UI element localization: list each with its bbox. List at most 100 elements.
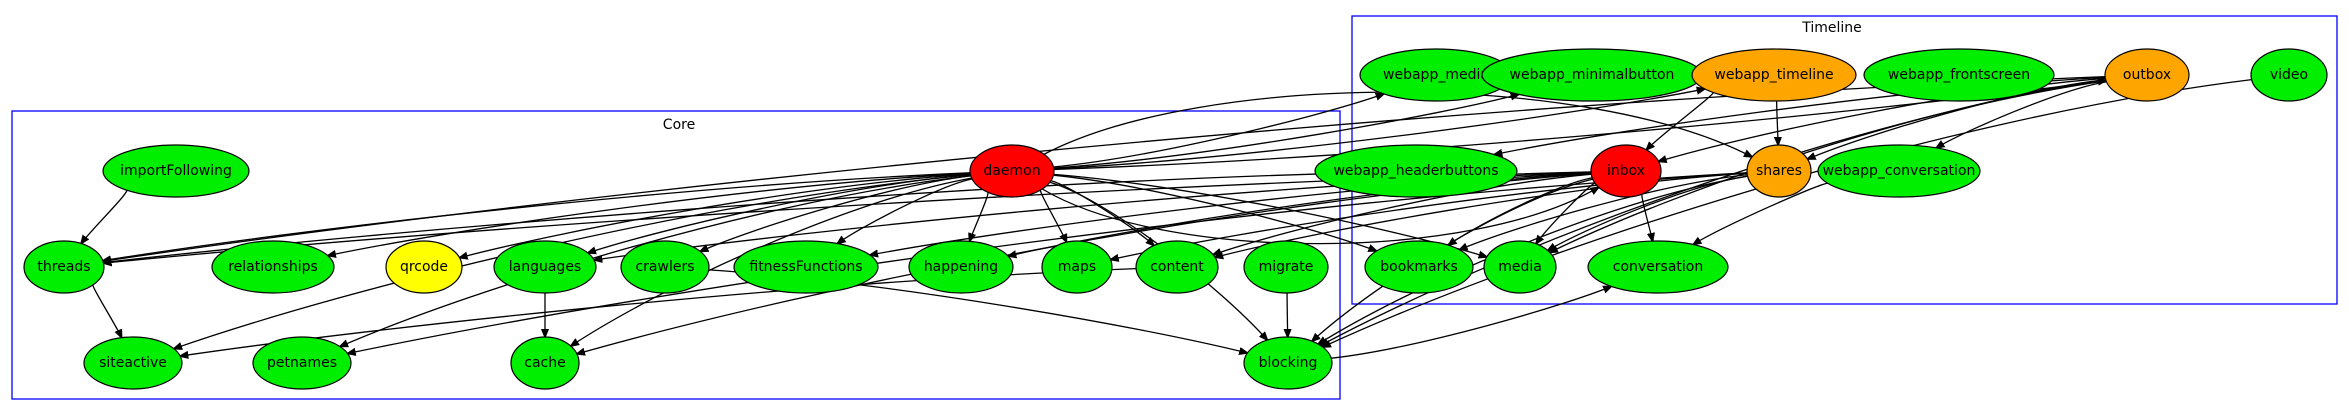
node-bookmarks: bookmarks — [1364, 240, 1474, 294]
node-languages-label: languages — [509, 259, 581, 275]
node-migrate-ellipse — [1243, 240, 1329, 294]
node-video-label: video — [2270, 67, 2308, 83]
node-bookmarks-ellipse — [1364, 240, 1474, 294]
edge-outbox-to-blocking — [1321, 80, 2107, 346]
node-content-label: content — [1150, 259, 1204, 275]
node-webapp_frontscreen-label: webapp_frontscreen — [1888, 67, 2030, 83]
edge-daemon-to-threads — [103, 172, 971, 261]
node-webapp_headerbuttons-label: webapp_headerbuttons — [1333, 163, 1498, 179]
edge-blocking-to-conversation — [1331, 286, 1611, 359]
node-cache-ellipse — [510, 336, 580, 390]
node-webapp_conversation-ellipse — [1817, 144, 1981, 198]
node-qrcode-ellipse — [385, 240, 463, 294]
edge-outbox-to-shares — [1807, 78, 2106, 159]
node-video: video — [2250, 48, 2328, 102]
node-video-ellipse — [2250, 48, 2328, 102]
edge-threads-to-siteactive — [92, 283, 122, 337]
node-blocking-ellipse — [1243, 336, 1333, 390]
cluster-core-border — [11, 110, 1341, 400]
node-conversation: conversation — [1587, 240, 1729, 294]
node-cache-label: cache — [524, 355, 565, 371]
node-languages: languages — [493, 240, 597, 294]
edge-daemon-to-inbox — [1041, 187, 1598, 245]
node-happening-label: happening — [924, 259, 998, 275]
node-webapp_frontscreen: webapp_frontscreen — [1863, 48, 2055, 102]
node-webapp_timeline: webapp_timeline — [1691, 48, 1857, 102]
node-inbox-label: inbox — [1607, 163, 1645, 179]
edge-migrate-to-blocking — [1287, 290, 1288, 337]
node-importFollowing-label: importFollowing — [120, 163, 232, 179]
node-relationships-ellipse — [211, 240, 335, 294]
edge-webapp_conversation-to-conversation — [1693, 182, 1828, 244]
node-crawlers: crawlers — [620, 240, 710, 294]
node-relationships: relationships — [211, 240, 335, 294]
edge-daemon-to-petnames — [340, 175, 971, 347]
edge-daemon-to-webapp_media — [1053, 94, 1383, 168]
node-importFollowing: importFollowing — [102, 144, 250, 198]
node-happening: happening — [908, 240, 1014, 294]
node-qrcode-label: qrcode — [400, 259, 448, 275]
cluster-core-label: Core — [663, 117, 695, 133]
node-webapp_minimalbutton: webapp_minimalbutton — [1481, 48, 1703, 102]
node-fitnessFunctions-label: fitnessFunctions — [749, 259, 862, 275]
edge-inbox-to-content — [1213, 173, 1592, 254]
node-webapp_minimalbutton-label: webapp_minimalbutton — [1510, 67, 1675, 83]
cluster-timeline-label: Timeline — [1801, 20, 1862, 36]
node-webapp_media: webapp_media — [1359, 48, 1513, 102]
node-webapp_headerbuttons: webapp_headerbuttons — [1314, 144, 1518, 198]
edge-daemon-to-maps — [1039, 188, 1066, 242]
node-languages-ellipse — [493, 240, 597, 294]
edge-inbox-to-media — [1536, 182, 1596, 244]
edge-importFollowing-to-threads — [81, 189, 128, 243]
node-inbox: inbox — [1590, 144, 1662, 198]
node-media-label: media — [1498, 259, 1542, 275]
node-threads-ellipse — [23, 240, 105, 294]
node-bookmarks-label: bookmarks — [1380, 259, 1458, 275]
edge-webapp_timeline-to-shares — [1777, 98, 1778, 145]
node-migrate: migrate — [1243, 240, 1329, 294]
edge-video-to-blocking — [1323, 78, 2252, 347]
node-outbox-label: outbox — [2123, 67, 2171, 83]
node-happening-ellipse — [908, 240, 1014, 294]
edge-daemon-to-relationships — [328, 172, 971, 255]
node-cache: cache — [510, 336, 580, 390]
node-media: media — [1483, 240, 1557, 294]
edge-shares-to-bookmarks — [1459, 173, 1748, 250]
node-conversation-ellipse — [1587, 240, 1729, 294]
edge-daemon-to-fitnessFunctions — [837, 178, 973, 244]
node-blocking-label: blocking — [1259, 355, 1318, 371]
node-relationships-label: relationships — [228, 259, 318, 275]
node-blocking: blocking — [1243, 336, 1333, 390]
node-threads: threads — [23, 240, 105, 294]
node-siteactive: siteactive — [83, 336, 183, 390]
node-webapp_headerbuttons-ellipse — [1314, 144, 1518, 198]
node-threads-label: threads — [37, 259, 90, 275]
node-maps-label: maps — [1058, 259, 1096, 275]
node-webapp_timeline-label: webapp_timeline — [1714, 67, 1833, 83]
node-fitnessFunctions: fitnessFunctions — [733, 240, 879, 294]
edge-daemon-to-crawlers — [700, 175, 971, 252]
node-outbox: outbox — [2104, 48, 2190, 102]
node-shares-ellipse — [1746, 144, 1812, 198]
node-maps: maps — [1041, 240, 1113, 294]
node-webapp_media-label: webapp_media — [1383, 67, 1489, 83]
node-daemon: daemon — [969, 144, 1055, 198]
node-petnames: petnames — [252, 336, 352, 390]
node-webapp_frontscreen-ellipse — [1863, 48, 2055, 102]
node-content-ellipse — [1135, 240, 1219, 294]
node-daemon-label: daemon — [983, 163, 1040, 179]
node-petnames-ellipse — [252, 336, 352, 390]
node-fitnessFunctions-ellipse — [733, 240, 879, 294]
node-migrate-label: migrate — [1259, 259, 1314, 275]
edge-daemon-to-content — [1050, 180, 1154, 246]
node-crawlers-ellipse — [620, 240, 710, 294]
node-qrcode: qrcode — [385, 240, 463, 294]
node-webapp_conversation-label: webapp_conversation — [1823, 163, 1976, 179]
edge-outbox-to-webapp_conversation — [1936, 81, 2107, 148]
edge-daemon-to-webapp_minimalbutton — [1053, 94, 1519, 169]
node-importFollowing-ellipse — [102, 144, 250, 198]
node-maps-ellipse — [1041, 240, 1113, 294]
node-daemon-ellipse — [969, 144, 1055, 198]
node-siteactive-label: siteactive — [99, 355, 167, 371]
